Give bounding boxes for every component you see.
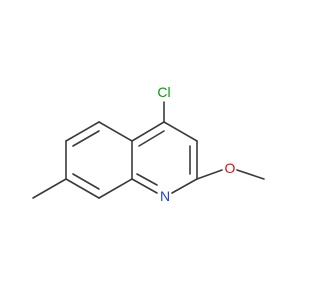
bond-n1-c8a <box>131 178 158 194</box>
bond-c8-c8a <box>98 178 133 199</box>
bond-c7-c8 <box>65 178 100 199</box>
bond-c2-o <box>196 169 223 180</box>
molecule-structure: Cl N O <box>32 84 265 204</box>
bond-c4a-c4 <box>131 121 165 142</box>
bond-c5-c6 <box>65 121 100 142</box>
atom-labels: Cl N O <box>157 84 235 204</box>
bond-c4a-c5 <box>98 121 133 142</box>
bond-c2-n1 <box>171 178 198 194</box>
bond-c7-ch3 <box>32 178 67 199</box>
bond-c7-c8-inner <box>72 173 100 190</box>
bond-n1-c8a-inner <box>136 173 158 186</box>
bonds <box>32 101 265 199</box>
bond-o-ch3 <box>236 169 265 180</box>
bond-c4a-c4-inner <box>138 130 165 147</box>
bond-c5-c6-inner <box>72 130 100 147</box>
oxygen-atom-label: O <box>225 160 236 176</box>
chlorine-atom-label: Cl <box>157 84 170 100</box>
nitrogen-atom-label: N <box>160 188 170 204</box>
bond-c4-c3 <box>163 121 198 142</box>
